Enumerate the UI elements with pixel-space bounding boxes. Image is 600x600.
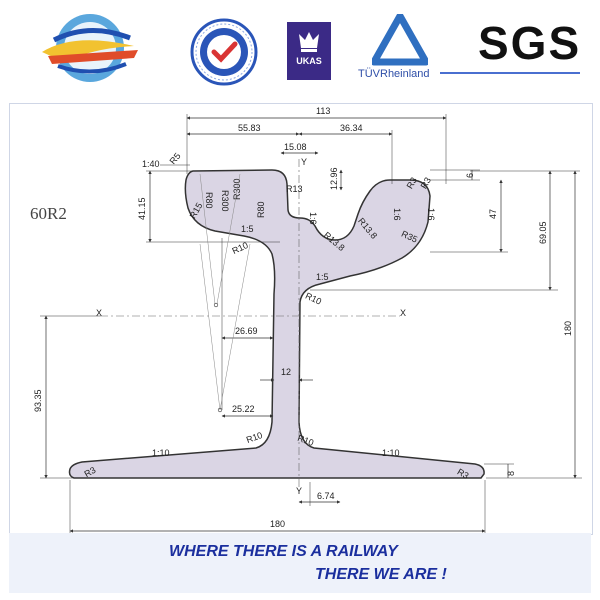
dim-180-vertical: 180: [563, 321, 573, 336]
dim-4115: 41.15: [137, 197, 147, 220]
dim-1296: 12.96: [329, 167, 339, 190]
dim-674: 6.74: [317, 491, 335, 501]
radius-r3-a: R3: [405, 175, 419, 190]
radius-r10-c: R10: [245, 430, 264, 445]
slope-16-c: 1:6: [426, 208, 436, 221]
ukas-label: UKAS: [296, 56, 322, 66]
radius-r3-b: R3: [419, 175, 433, 190]
slogan-panel: WHERE THERE IS A RAILWAY THERE WE ARE !: [9, 533, 591, 593]
company-logo: [34, 12, 146, 88]
slope-16-a: 1:6: [308, 212, 318, 225]
radius-r10-b: R10: [304, 291, 323, 307]
dim-3634: 36.34: [340, 123, 363, 133]
slope-110-left: 1:10: [152, 448, 170, 458]
dim-1508: 15.08: [284, 142, 307, 152]
rail-profile-svg: 113 55.83 36.34 15.08 Y 1:40 R5 R80 R300…: [33, 106, 582, 534]
ukas-logo: [285, 22, 333, 82]
dim-6: 6: [465, 173, 475, 178]
rail-model-label: 60R2: [30, 204, 67, 223]
dim-5583: 55.83: [238, 123, 261, 133]
radius-r10-a: R10: [230, 240, 249, 256]
dim-12: 12: [281, 367, 291, 377]
radius-r3-foot-left: R3: [83, 465, 98, 479]
tuv-label: TÜVRheinland: [358, 68, 430, 80]
slope-15-b: 1:5: [316, 272, 329, 282]
dim-8: 8: [506, 471, 516, 476]
radius-r80-b: R80: [256, 201, 266, 218]
slope-110-right: 1:10: [382, 448, 400, 458]
slogan-line-1: WHERE THERE IS A RAILWAY: [169, 543, 398, 560]
tuv-triangle-logo: [372, 14, 428, 66]
dim-180-base: 180: [270, 519, 285, 529]
radius-r13-top: R13: [286, 184, 303, 194]
slogan-line-2: THERE WE ARE !: [315, 566, 447, 583]
dim-113: 113: [316, 106, 330, 116]
radius-r300-a: R300: [220, 190, 230, 212]
supplier-assessment-seal: [190, 18, 258, 86]
slope-15-a: 1:5: [241, 224, 254, 234]
radius-r80-a: R80: [204, 192, 214, 209]
rail-profile-drawing: 113 55.83 36.34 15.08 Y 1:40 R5 R80 R300…: [9, 103, 593, 535]
dim-47: 47: [488, 209, 498, 219]
rail-profile-shape: [68, 169, 485, 479]
dim-2522: 25.22: [232, 404, 255, 414]
dim-2669: 26.69: [235, 326, 258, 336]
radius-r3-foot-right: R3: [456, 467, 471, 481]
logo-bar: UKAS TÜVRheinland SGS: [0, 0, 600, 100]
radius-r5: R5: [168, 151, 183, 166]
x-axis-label-right: X: [400, 308, 406, 318]
y-axis-label-bottom: Y: [296, 486, 302, 496]
x-axis-label-left: X: [96, 308, 102, 318]
dim-9335: 93.35: [33, 389, 43, 412]
sgs-logo: SGS: [478, 17, 582, 69]
slope-16-b: 1:6: [392, 208, 402, 221]
slope-140: 1:40: [142, 159, 160, 169]
sgs-underline: [440, 72, 580, 76]
radius-r300-b: R300: [232, 178, 242, 200]
y-axis-label-top: Y: [301, 157, 307, 167]
dim-6905: 69.05: [538, 221, 548, 244]
